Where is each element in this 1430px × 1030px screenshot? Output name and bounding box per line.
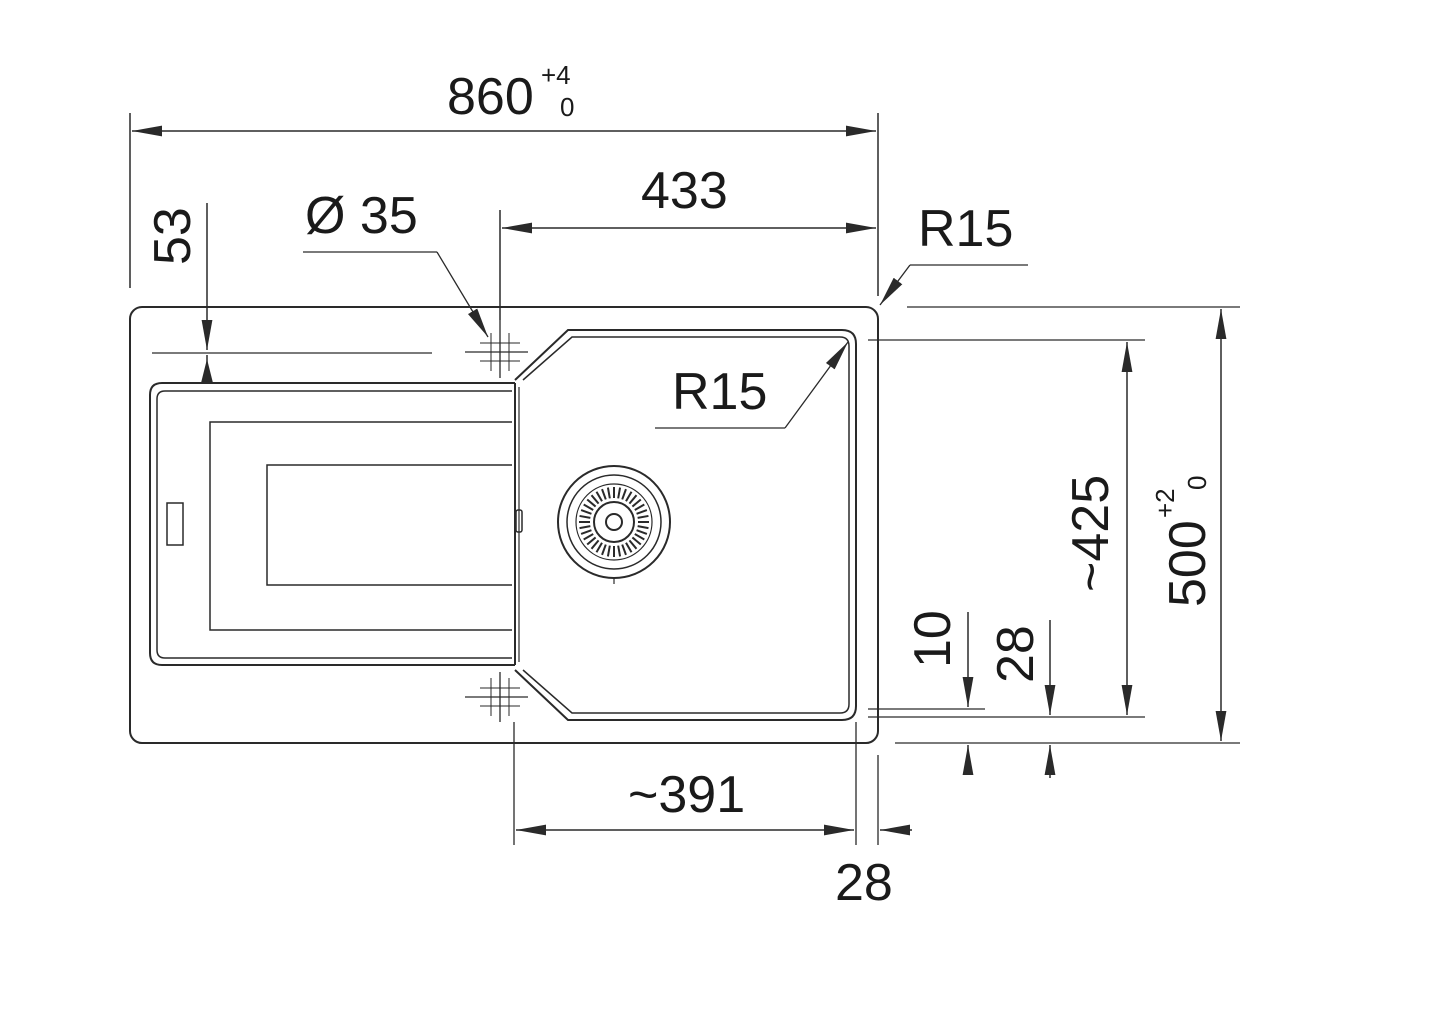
drain-slot [590,494,600,505]
drain-slot [580,529,592,535]
drain-slot [601,488,607,500]
outer-radius-value: R15 [918,200,1013,258]
overall-width-value: 860 [447,68,534,126]
overall-depth-tol-upper: +2 [1150,488,1180,518]
tap-hole-marker-top [465,320,528,378]
offset-28-bottom-value: 28 [835,854,893,912]
drain-slot [625,542,633,553]
drain-slot [579,525,591,530]
drain-slot [579,514,591,519]
drainer-area [149,382,523,666]
drain-slot [606,545,611,557]
drain-icon [557,465,671,584]
drain-slot [586,498,597,508]
drain-slot [580,509,592,515]
drain-slot [617,487,622,499]
drain-slot [595,542,603,553]
dimension-bowl-inner-width: ~391 [513,722,857,845]
drain-slot [595,491,603,502]
drain-slot [634,533,645,541]
drain-slot [625,491,633,502]
offset-28-right-value: 28 [987,625,1045,683]
drain-slot [586,536,597,546]
bowl-width-value: 433 [641,162,728,220]
drain-slot [583,503,594,511]
dimension-drainer-offset: 53 [144,203,432,383]
dimension-bowl-depth: ~425 [868,339,1145,718]
dimension-inner-radius: R15 [655,341,849,429]
dimension-offset-28-bottom: 28 [835,755,912,912]
dimension-offset-10: 10 [868,610,985,775]
drain-slot [606,487,611,499]
dimension-outer-radius: R15 [879,200,1028,306]
overall-depth-tol-lower: 0 [1182,476,1212,490]
bowl-inner-width-value: ~391 [628,766,745,824]
drain-slot [628,539,638,550]
drainer-offset-value: 53 [144,207,202,265]
bowl-depth-value: ~425 [1062,475,1120,592]
dimension-bowl-width: 433 [499,162,876,320]
tap-hole-marker-bottom [465,672,528,722]
drain-slot [617,545,622,557]
drain-slot [583,533,594,541]
drain-slot [637,525,649,530]
bowl [514,329,857,721]
drain-slot [621,544,627,556]
drain-slot [590,539,600,550]
drain-slot [631,498,642,508]
sink-outline [129,306,879,744]
drain-slot [621,488,627,500]
dimension-tap-hole: Ø 35 [303,187,489,338]
drain-slot [628,494,638,505]
drain-slot [636,529,648,535]
drain-slot [636,509,648,515]
overall-width-tol-upper: +4 [541,60,571,90]
dimension-overall-width: 860 +4 0 [129,60,879,296]
drain-slot [634,503,645,511]
tap-hole-value: Ø 35 [305,187,418,245]
overflow-slot [166,502,184,546]
drain-slot [637,514,649,519]
offset-10-value: 10 [904,610,962,668]
drain-slot [601,544,607,556]
overall-depth-value: 500 [1159,520,1217,607]
dimension-offset-28-right: 28 [987,620,1056,778]
drain-slot [631,536,642,546]
overall-width-tol-lower: 0 [560,92,574,122]
dimension-overall-depth: 500 +2 0 [895,306,1240,744]
inner-radius-value: R15 [672,363,767,421]
